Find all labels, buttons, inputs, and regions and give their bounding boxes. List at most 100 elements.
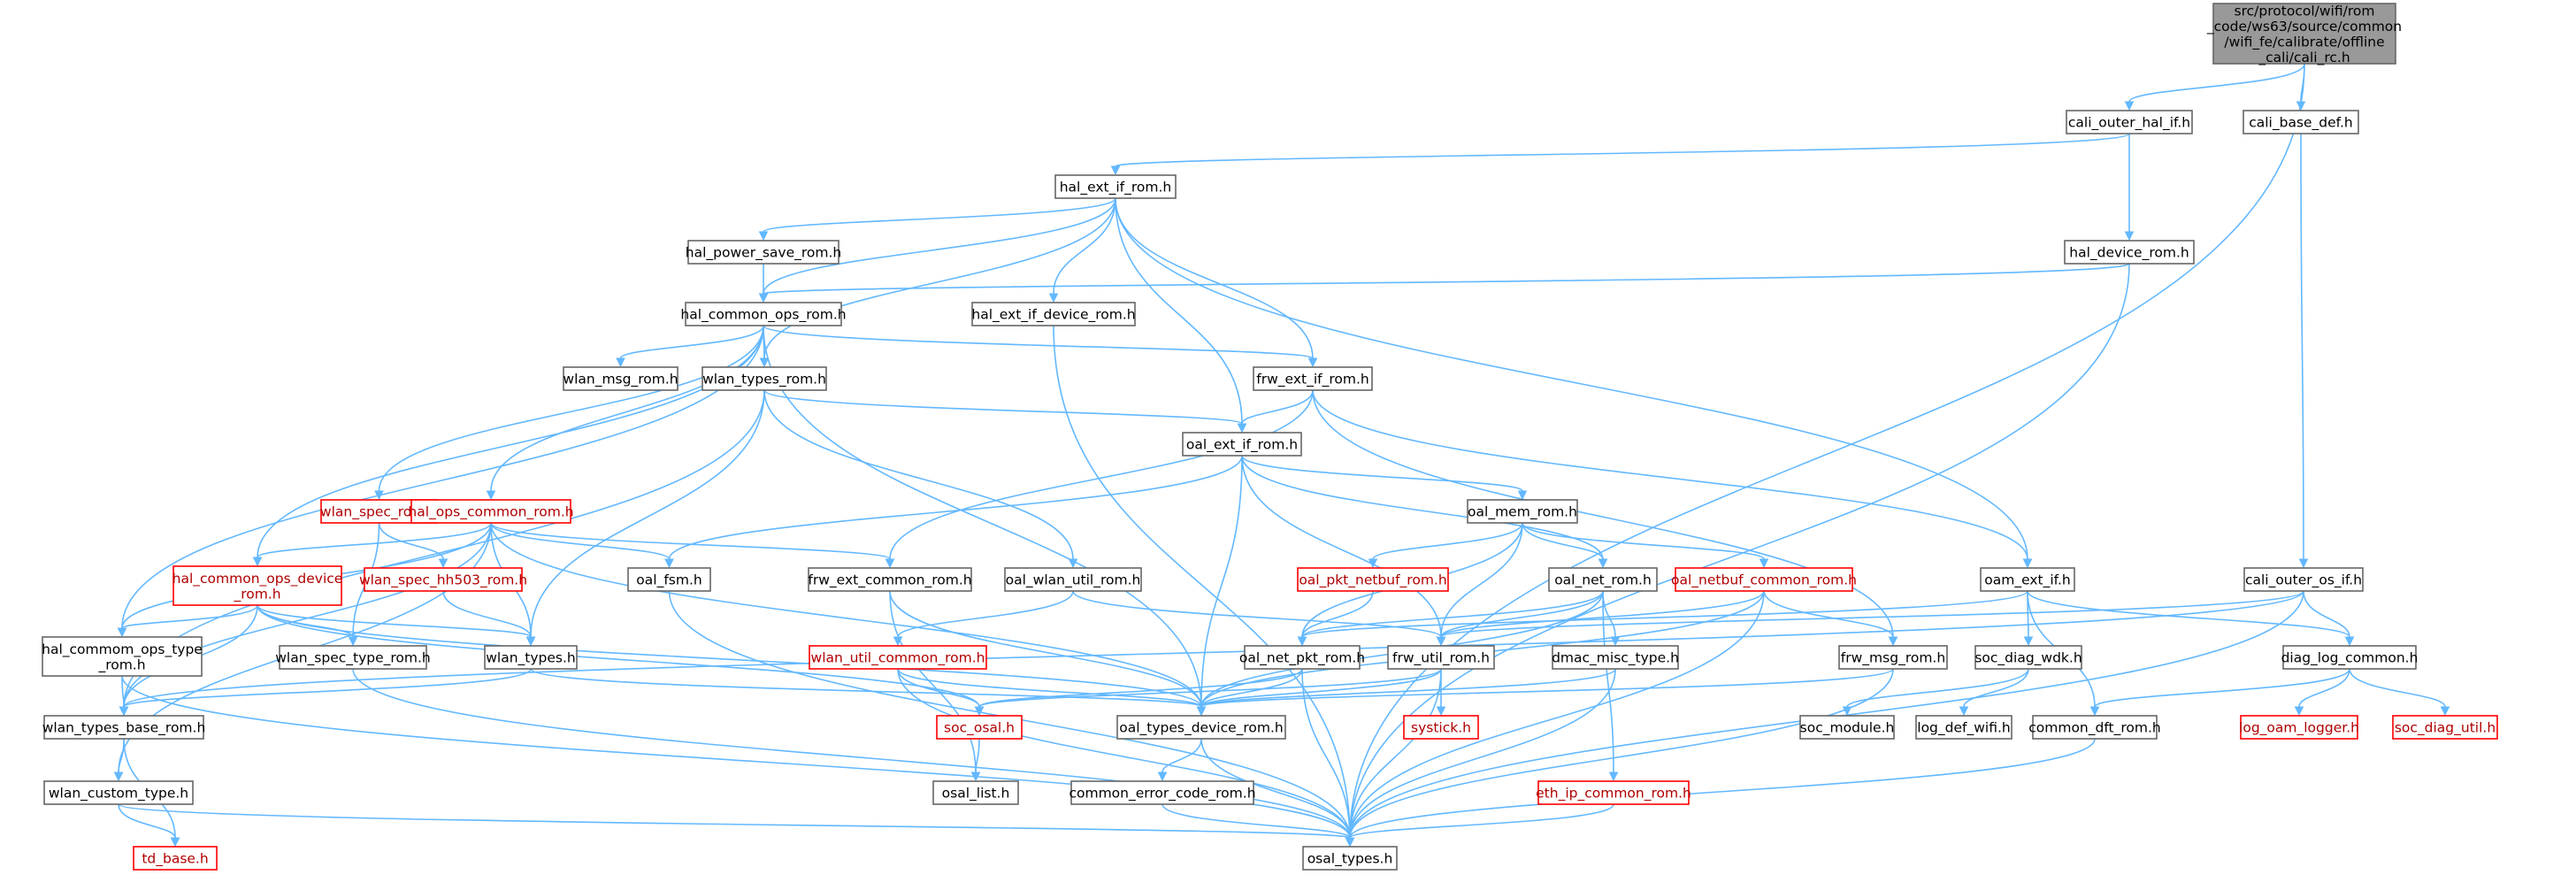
arrowhead-hal_ops_common_rom-to-frw_ext_common_rom — [885, 558, 895, 569]
edge-hal_ops_common_rom-to-hal_common_ops_device_rom — [257, 522, 492, 558]
arrowhead-soc_diag_wdk-to-soc_module — [1842, 706, 1852, 717]
node-systick[interactable]: systick.h — [1403, 715, 1479, 740]
node-label-systick: systick.h — [1411, 720, 1471, 736]
node-box-oal_pkt_netbuf_rom — [1297, 567, 1449, 592]
edge-oal_ext_if_rom-to-frw_util_rom — [1241, 455, 1442, 638]
node-box-td_base — [133, 846, 218, 871]
node-soc_osal[interactable]: soc_osal.h — [936, 715, 1023, 740]
node-label-root: /wifi_fe/calibrate/offline — [2224, 34, 2384, 50]
node-wlan_spec_rom[interactable]: wlan_spec_rom.h — [320, 499, 438, 524]
node-osal_list[interactable]: osal_list.h — [932, 780, 1019, 805]
node-hal_ext_if_rom[interactable]: hal_ext_if_rom.h — [1054, 174, 1177, 199]
node-td_base[interactable]: td_base.h — [133, 846, 218, 871]
node-label-hal_common_ops_rom: hal_common_ops_rom.h — [680, 307, 846, 324]
node-log_def_wifi[interactable]: log_def_wifi.h — [1915, 715, 2012, 740]
node-label-hal_common_ops_device_rom: _rom.h — [233, 586, 280, 603]
arrowhead-oam_ext_if-to-soc_diag_wdk — [2023, 636, 2034, 647]
edge-oal_mem_rom-to-oal_netbuf_common_rom — [1522, 522, 1765, 560]
node-hal_device_rom[interactable]: hal_device_rom.h — [2064, 240, 2195, 265]
node-frw_ext_if_rom[interactable]: frw_ext_if_rom.h — [1253, 366, 1373, 391]
edge-wlan_types-to-oal_types_device_rom — [530, 668, 1202, 708]
node-diag_log_common[interactable]: diag_log_common.h — [2281, 645, 2419, 670]
node-hal_common_ops_rom[interactable]: hal_common_ops_rom.h — [680, 302, 847, 326]
edge-oal_netbuf_common_rom-to-osal_types — [1349, 590, 1765, 839]
edge-hal_ext_if_rom-to-hal_ext_if_device_rom — [1053, 197, 1116, 295]
arrowhead-hal_common_ops_device_rom-to-hal_commom_ops_type_rom — [117, 627, 127, 638]
node-oal_mem_rom[interactable]: oal_mem_rom.h — [1467, 499, 1578, 524]
edge-hal_ops_common_rom-to-wlan_types_base_rom — [123, 522, 492, 708]
node-wlan_spec_hh503_rom[interactable]: wlan_spec_hh503_rom.h — [359, 567, 527, 592]
node-osal_types[interactable]: osal_types.h — [1302, 846, 1398, 871]
arrowhead-oal_mem_rom-to-oal_net_rom — [1598, 558, 1608, 569]
node-wlan_spec_type_rom[interactable]: wlan_spec_type_rom.h — [275, 645, 431, 670]
arrowhead-hal_common_ops_device_rom-to-wlan_spec_type_rom — [348, 636, 358, 647]
node-oal_netbuf_common_rom[interactable]: oal_netbuf_common_rom.h — [1671, 567, 1857, 592]
node-box-hal_ext_if_rom — [1054, 174, 1177, 199]
node-frw_ext_common_rom[interactable]: frw_ext_common_rom.h — [808, 567, 972, 592]
node-cali_outer_os_if[interactable]: cali_outer_os_if.h — [2243, 567, 2364, 592]
node-oal_pkt_netbuf_rom[interactable]: oal_pkt_netbuf_rom.h — [1297, 567, 1449, 592]
node-wlan_msg_rom[interactable]: wlan_msg_rom.h — [563, 366, 678, 391]
node-oam_ext_if[interactable]: oam_ext_if.h — [1980, 567, 2075, 592]
node-frw_msg_rom[interactable]: frw_msg_rom.h — [1838, 645, 1948, 670]
node-oal_net_pkt_rom[interactable]: oal_net_pkt_rom.h — [1239, 645, 1365, 670]
node-wlan_custom_type[interactable]: wlan_custom_type.h — [43, 780, 194, 805]
node-box-wlan_types — [484, 645, 578, 670]
node-wlan_types[interactable]: wlan_types.h — [484, 645, 578, 670]
node-oal_wlan_util_rom[interactable]: oal_wlan_util_rom.h — [1004, 567, 1142, 592]
node-box-wlan_types_rom — [702, 366, 827, 391]
node-box-soc_diag_wdk — [1974, 645, 2082, 670]
node-frw_util_rom[interactable]: frw_util_rom.h — [1387, 645, 1495, 670]
edge-oal_net_rom-to-dmac_misc_type — [1602, 590, 1616, 638]
arrowhead-cali_outer_hal_if-to-hal_ext_if_rom — [1110, 165, 1121, 176]
node-box-frw_util_rom — [1387, 645, 1495, 670]
node-soc_diag_wdk[interactable]: soc_diag_wdk.h — [1974, 645, 2082, 670]
node-dmac_misc_type[interactable]: dmac_misc_type.h — [1552, 645, 1679, 670]
node-oal_fsm[interactable]: oal_fsm.h — [627, 567, 711, 592]
node-hal_commom_ops_type_rom[interactable]: hal_commom_ops_type_rom.h — [42, 636, 203, 677]
arrowhead-cali_outer_os_if-to-diag_log_common — [2344, 636, 2355, 647]
node-log_oam_logger[interactable]: log_oam_logger.h — [2239, 715, 2359, 740]
node-hal_common_ops_device_rom[interactable]: hal_common_ops_device_rom.h — [172, 565, 343, 606]
node-hal_ext_if_device_rom[interactable]: hal_ext_if_device_rom.h — [971, 302, 1136, 326]
node-soc_diag_util[interactable]: soc_diag_util.h — [2392, 715, 2498, 740]
arrowhead-hal_ops_common_rom-to-hal_common_ops_device_rom — [252, 556, 263, 567]
node-box-diag_log_common — [2282, 645, 2417, 670]
node-wlan_types_base_rom[interactable]: wlan_types_base_rom.h — [42, 715, 206, 740]
edge-oal_mem_rom-to-frw_util_rom — [1440, 522, 1523, 638]
node-common_dft_rom[interactable]: common_dft_rom.h — [2028, 715, 2161, 740]
node-oal_ext_if_rom[interactable]: oal_ext_if_rom.h — [1182, 432, 1302, 457]
node-label-oal_ext_if_rom: oal_ext_if_rom.h — [1186, 437, 1298, 454]
edge-wlan_util_common_rom-to-osal_types — [897, 668, 1351, 839]
node-cali_base_def[interactable]: cali_base_def.h — [2242, 110, 2359, 134]
node-label-root: src/protocol/wifi/rom — [2235, 3, 2375, 19]
edge-wlan_spec_hh503_rom-to-wlan_types — [442, 590, 532, 638]
arrowhead-cali_base_def-to-cali_outer_os_if — [2298, 558, 2309, 569]
node-hal_ops_common_rom[interactable]: hal_ops_common_rom.h — [408, 499, 574, 524]
arrowhead-hal_common_ops_rom-to-wlan_msg_rom — [616, 357, 625, 368]
node-label-eth_ip_common_rom: eth_ip_common_rom.h — [1536, 786, 1691, 802]
edge-hal_common_ops_rom-to-wlan_msg_rom — [619, 325, 764, 359]
arrowhead-hal_common_ops_rom-to-hal_ops_common_rom — [486, 490, 496, 501]
node-oal_net_rom[interactable]: oal_net_rom.h — [1548, 567, 1658, 592]
node-wlan_types_rom[interactable]: wlan_types_rom.h — [702, 366, 827, 391]
arrowhead-wlan_spec_rom-to-wlan_spec_hh503_rom — [438, 558, 448, 569]
edge-common_error_code_rom-to-osal_types — [1162, 803, 1351, 839]
node-cali_outer_hal_if[interactable]: cali_outer_hal_if.h — [2066, 110, 2193, 134]
edge-oal_wlan_util_rom-to-frw_util_rom — [1072, 590, 1442, 638]
edge-oal_types_device_rom-to-osal_types — [1200, 738, 1351, 839]
edge-soc_osal-to-osal_list — [975, 738, 980, 773]
node-label-oal_netbuf_common_rom: oal_netbuf_common_rom.h — [1671, 572, 1857, 589]
node-oal_types_device_rom[interactable]: oal_types_device_rom.h — [1116, 715, 1286, 740]
node-common_error_code_rom[interactable]: common_error_code_rom.h — [1069, 780, 1256, 805]
edge-hal_common_ops_device_rom-to-oal_types_device_rom — [257, 604, 1202, 708]
node-wlan_util_common_rom[interactable]: wlan_util_common_rom.h — [809, 645, 987, 670]
node-eth_ip_common_rom[interactable]: eth_ip_common_rom.h — [1536, 780, 1691, 805]
node-hal_power_save_rom[interactable]: hal_power_save_rom.h — [686, 240, 841, 265]
node-box-eth_ip_common_rom — [1537, 780, 1690, 805]
edge-hal_common_ops_device_rom-to-hal_commom_ops_type_rom — [121, 604, 258, 629]
node-root[interactable]: src/protocol/wifi/rom_code/ws63/source/c… — [2206, 3, 2402, 66]
node-soc_module[interactable]: soc_module.h — [1799, 715, 1895, 740]
node-box-hal_device_rom — [2064, 240, 2195, 265]
node-label-hal_common_ops_device_rom: hal_common_ops_device — [172, 571, 343, 587]
